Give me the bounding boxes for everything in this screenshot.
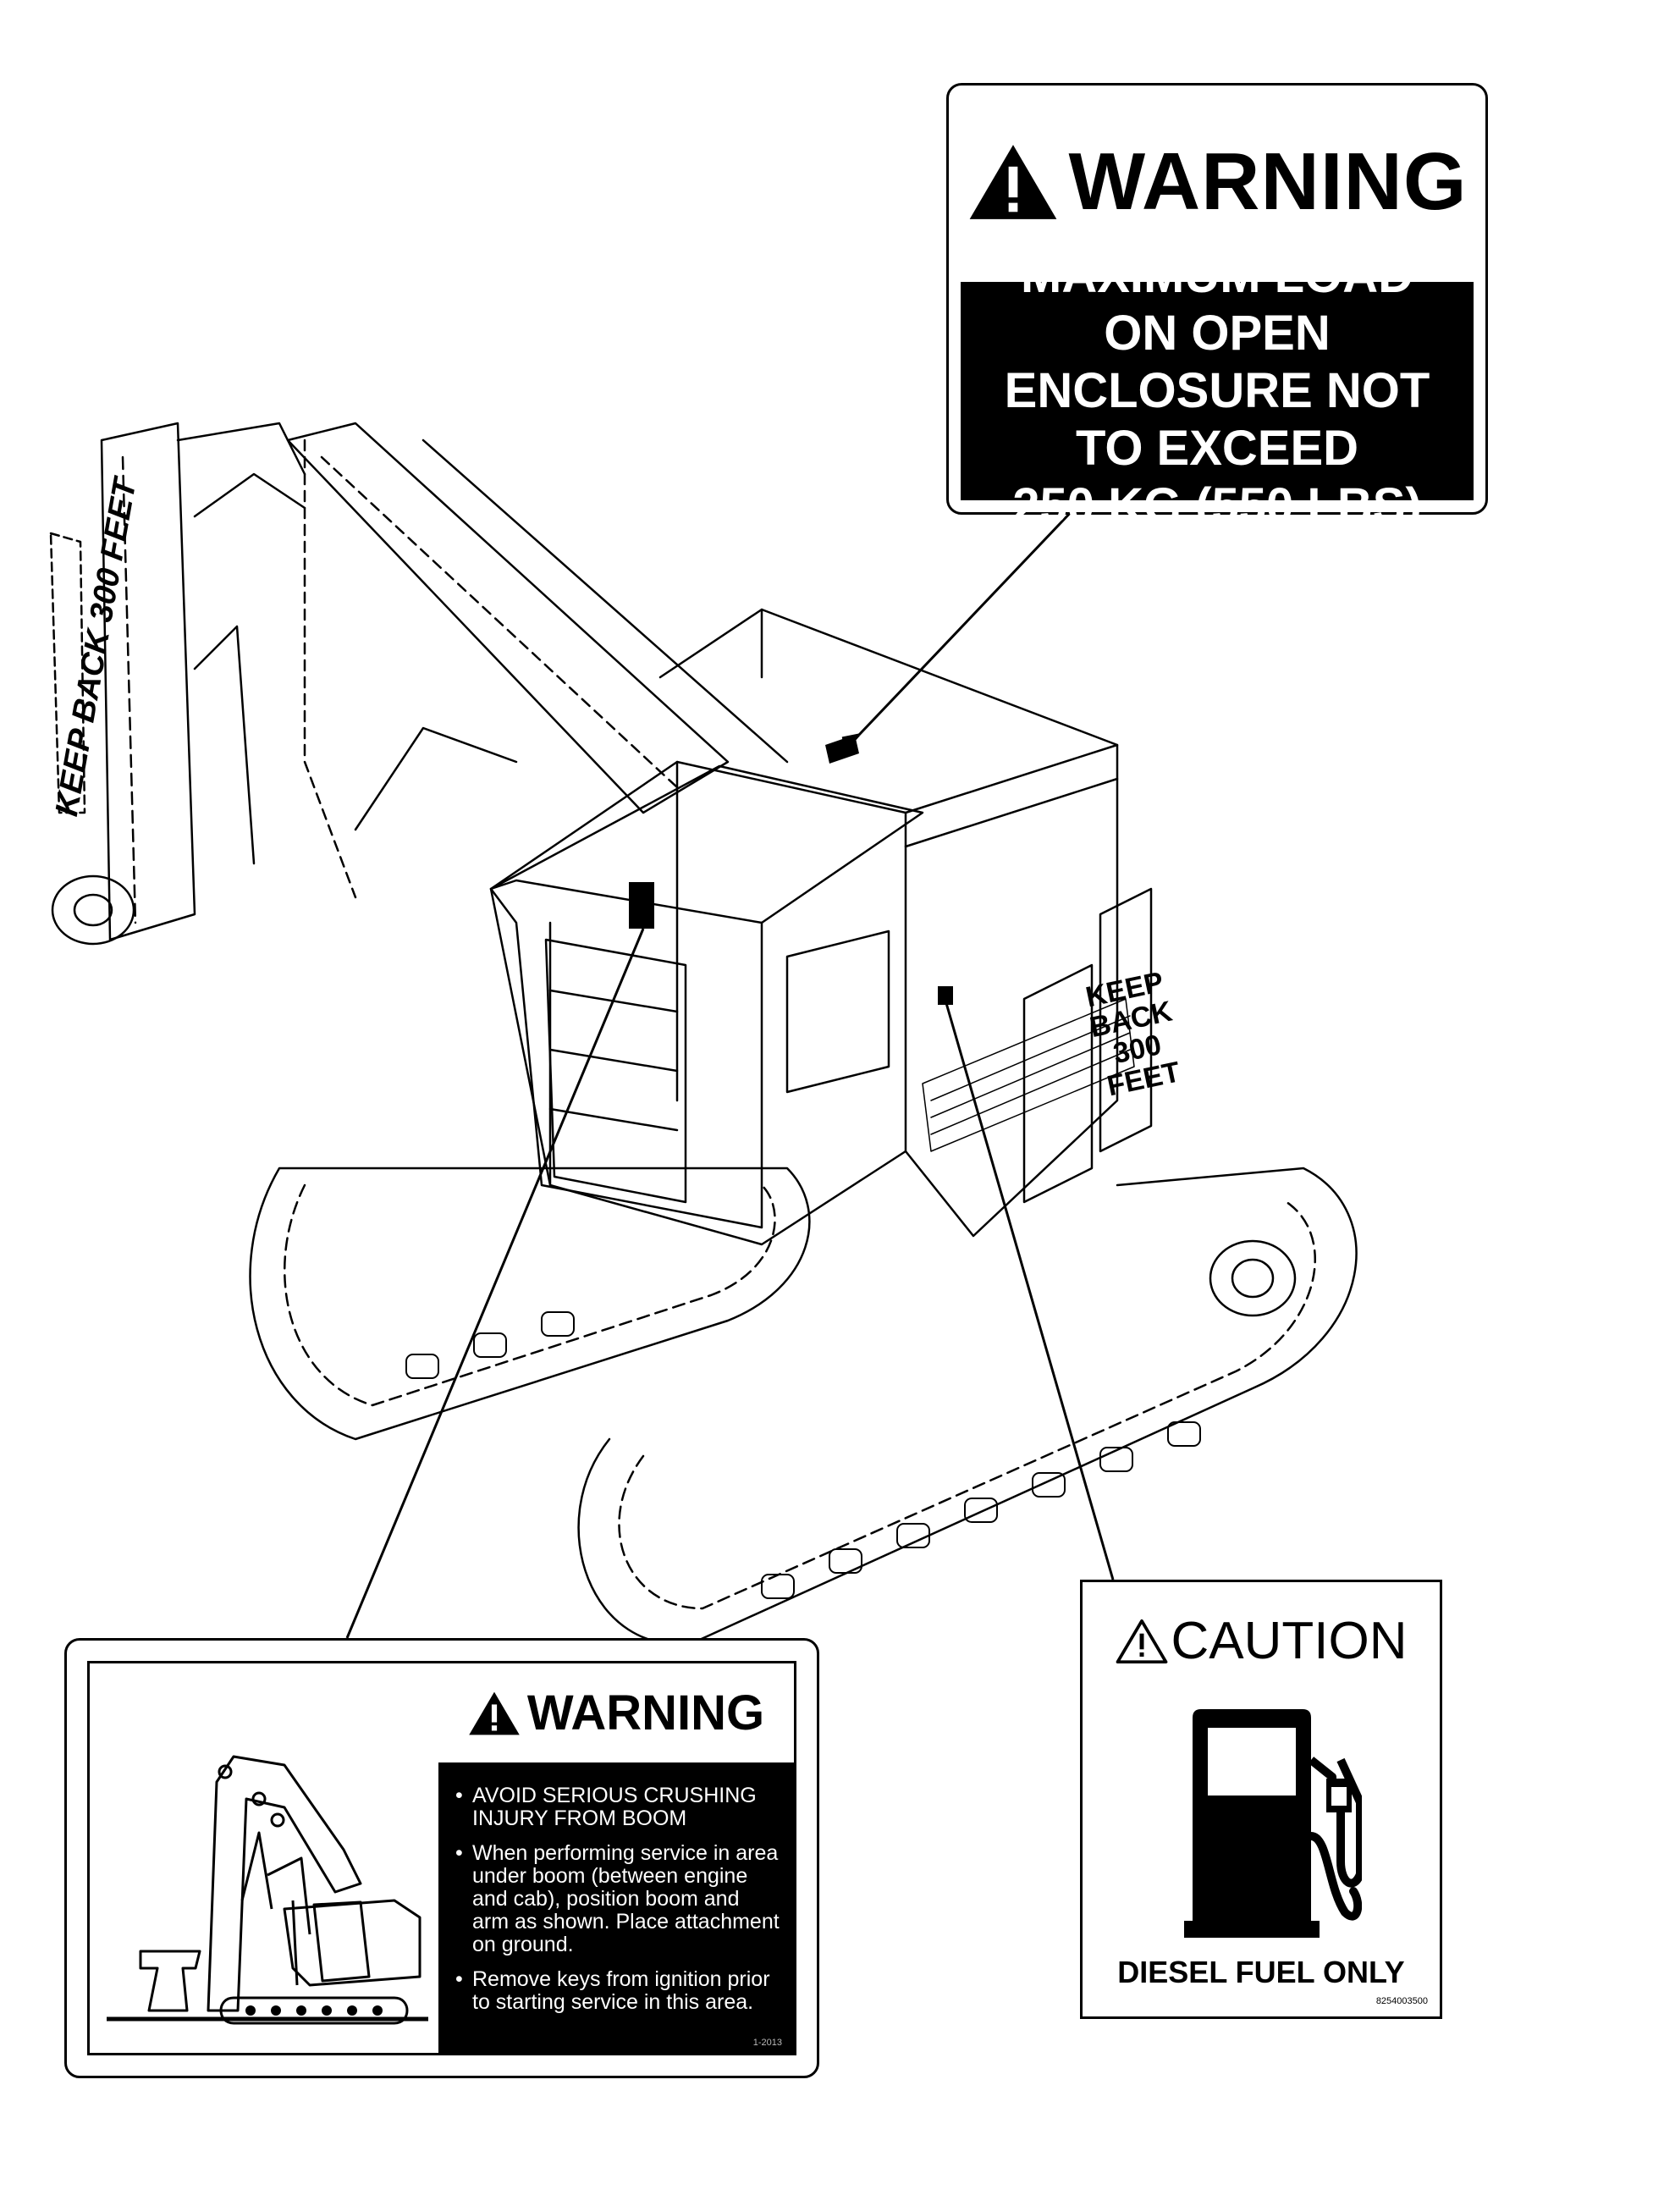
decal-part-number: 1-2013 [752, 2038, 782, 2048]
message-line: MAXIMUM LOAD [1021, 248, 1413, 303]
instruction-item: •When performing service in area under b… [455, 1841, 780, 1956]
message-line: 250 KG (550 LBS) [1012, 478, 1422, 533]
boom-crush-warning-decal: WARNING •AVOID SERIOUS CRUSHING INJURY F… [64, 1638, 819, 2078]
maximum-load-warning-decal: WARNING MAXIMUM LOAD ON OPEN ENCLOSURE N… [946, 83, 1488, 533]
instruction-text: When performing service in area under bo… [472, 1841, 780, 1956]
instruction-item: •Remove keys from ignition prior to star… [455, 1968, 780, 2014]
caution-header: CAUTION [1083, 1599, 1440, 1684]
fuel-pump-icon [1184, 1709, 1362, 1938]
instruction-text: Remove keys from ignition prior to start… [472, 1967, 770, 2014]
message-line: ON OPEN [1104, 306, 1331, 361]
diesel-fuel-caution-decal: CAUTION DIESEL FUEL ONLY 8254003500 [1080, 1580, 1442, 2019]
warning-message: MAXIMUM LOAD ON OPEN ENCLOSURE NOT TO EX… [961, 248, 1474, 533]
warning-header: WARNING [438, 1663, 794, 1762]
warning-header: WARNING [949, 97, 1485, 267]
instruction-text: AVOID SERIOUS CRUSHING INJURY FROM BOOM [472, 1784, 757, 1830]
machine-boom-illustration [107, 1755, 428, 2025]
warning-triangle-icon [969, 145, 1056, 219]
message-line: ENCLOSURE NOT [1004, 363, 1430, 418]
message-line: TO EXCEED [1075, 421, 1359, 476]
instruction-item: •AVOID SERIOUS CRUSHING INJURY FROM BOOM [455, 1784, 780, 1830]
signal-word: WARNING [1068, 136, 1468, 227]
decal-part-number: 8254003500 [1375, 1996, 1428, 2006]
signal-word: CAUTION [1171, 1612, 1408, 1670]
caution-message: DIESEL FUEL ONLY [1117, 1955, 1405, 1989]
signal-word: WARNING [526, 1685, 765, 1740]
warning-triangle-icon [1116, 1619, 1167, 1664]
warning-triangle-icon [469, 1691, 520, 1735]
warning-instructions: •AVOID SERIOUS CRUSHING INJURY FROM BOOM… [438, 1762, 794, 2053]
